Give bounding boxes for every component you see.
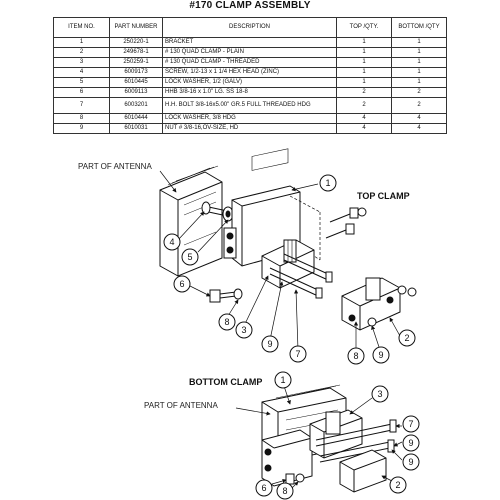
top-short-bolts-upper — [325, 207, 367, 239]
callout-6-bottom: 6 — [255, 479, 273, 497]
top-quad-clamp-plain-item-2 — [341, 277, 401, 331]
label-part-of-antenna-bottom: PART OF ANTENNA — [144, 401, 218, 410]
svg-text:7: 7 — [295, 349, 300, 359]
callout-3-bottom: 3 — [371, 385, 389, 403]
table-row: 9 6010031 NUT # 3/8-16,OV-SIZE, HD 4 4 — [53, 123, 447, 134]
callout-9b: 9 — [372, 346, 390, 364]
svg-text:2: 2 — [404, 333, 409, 343]
top-long-bolts-item-7 — [269, 253, 333, 299]
svg-text:8: 8 — [224, 317, 229, 327]
svg-text:6: 6 — [179, 279, 184, 289]
svg-text:9: 9 — [267, 339, 272, 349]
bottom-callouts: 1 3 7 9 9 2 6 8 — [255, 371, 420, 500]
top-leader-lines — [159, 170, 401, 351]
bottom-clamp-drawing — [261, 384, 397, 493]
bottom-small-bolts — [285, 473, 305, 485]
top-left-bolt-item-6 — [209, 288, 243, 303]
label-top-clamp: TOP CLAMP — [357, 191, 410, 201]
callout-6: 6 — [173, 275, 191, 293]
callout-9b-bottom: 9 — [402, 453, 420, 471]
callout-1-bottom: 1 — [274, 371, 292, 389]
top-callouts: 1 4 5 6 8 3 9 7 8 9 2 — [163, 174, 416, 365]
bottom-quad-clamp-plain-item-2 — [339, 449, 387, 493]
svg-text:8: 8 — [282, 486, 287, 496]
callout-3: 3 — [235, 321, 253, 339]
page-title: #170 CLAMP ASSEMBLY — [189, 0, 311, 11]
svg-text:9: 9 — [408, 457, 413, 467]
callout-1: 1 — [319, 174, 337, 192]
svg-text:9: 9 — [378, 350, 383, 360]
callout-9: 9 — [261, 335, 279, 353]
callout-5: 5 — [181, 248, 199, 266]
svg-text:4: 4 — [169, 237, 174, 247]
label-part-of-antenna-top: PART OF ANTENNA — [78, 162, 152, 171]
svg-text:3: 3 — [377, 389, 382, 399]
svg-text:2: 2 — [395, 480, 400, 490]
top-quad-clamp-threaded-item-3 — [261, 239, 315, 289]
label-bottom-clamp: BOTTOM CLAMP — [189, 377, 262, 387]
svg-text:1: 1 — [325, 178, 330, 188]
svg-text:8: 8 — [353, 351, 358, 361]
bottom-quad-clamp-item-3 — [309, 409, 363, 459]
cell-bottom: 4 — [391, 123, 447, 134]
callout-7: 7 — [289, 345, 307, 363]
callout-2-bottom: 2 — [389, 476, 407, 494]
callout-7-bottom: 7 — [402, 415, 420, 433]
table-row: 2 249678-1 # 130 QUAD CLAMP - PLAIN 1 1 — [53, 47, 447, 58]
svg-text:1: 1 — [280, 375, 285, 385]
table-row: 7 6003201 H.H. BOLT 3/8-16x5.00" GR.5 FU… — [53, 97, 447, 114]
svg-text:9: 9 — [408, 438, 413, 448]
top-clamp-drawing — [159, 148, 417, 331]
parts-table: ITEM NO. PART NUMBER DESCRIPTION TOP /QT… — [53, 17, 447, 134]
callout-8: 8 — [218, 313, 236, 331]
svg-text:6: 6 — [261, 483, 266, 493]
antenna-bracket-top — [159, 165, 223, 277]
callout-8-bottom: 8 — [276, 482, 294, 500]
callout-4: 4 — [163, 233, 181, 251]
svg-text:7: 7 — [408, 419, 413, 429]
callout-8b: 8 — [347, 347, 365, 365]
callout-2: 2 — [398, 329, 416, 347]
bottom-bracket-plate — [261, 429, 313, 487]
svg-text:3: 3 — [241, 325, 246, 335]
callout-9-bottom: 9 — [402, 434, 420, 452]
svg-text:5: 5 — [187, 252, 192, 262]
